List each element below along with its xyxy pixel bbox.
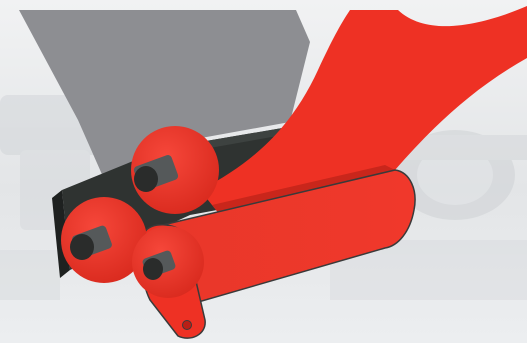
top-roller	[131, 126, 219, 214]
top-roller-shaft-end	[134, 166, 158, 192]
bottom-roller-shaft-end	[143, 258, 163, 280]
left-roller-shaft-end	[70, 234, 94, 260]
lever-pivot-dot	[183, 321, 192, 330]
bottom-roller	[132, 226, 204, 298]
